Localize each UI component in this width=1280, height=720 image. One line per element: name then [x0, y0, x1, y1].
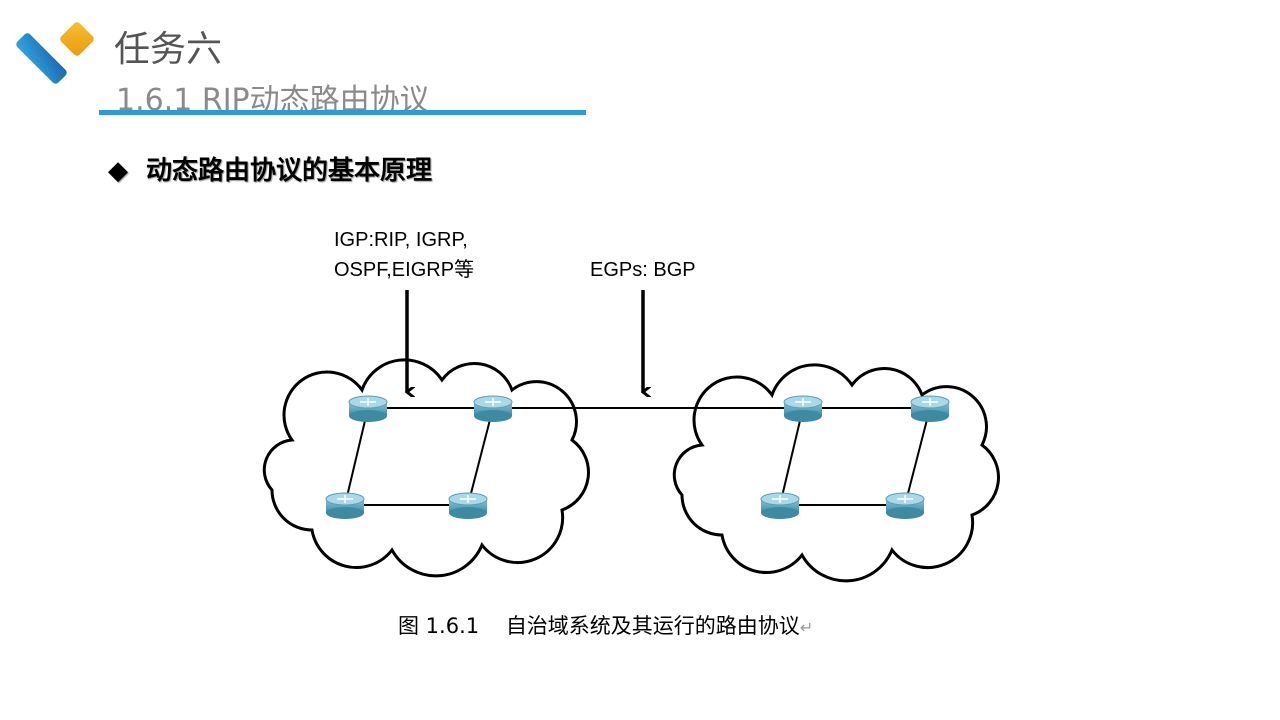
title-underline	[99, 110, 586, 115]
router-icon	[348, 395, 388, 423]
autonomous-system-cloud-right	[672, 363, 1000, 583]
igp-label-line2: OSPF,EIGRP等	[334, 259, 475, 281]
egp-label: EGPs: BGP	[590, 259, 696, 281]
logo-icon	[16, 22, 94, 84]
router-icon	[473, 395, 513, 423]
router-icon	[448, 492, 488, 520]
caption-number: 图 1.6.1	[398, 614, 480, 638]
bullet-heading: ◆ 动态路由协议的基本原理	[108, 150, 432, 187]
router-icon	[910, 395, 950, 423]
bullet-text: 动态路由协议的基本原理	[146, 156, 433, 186]
router-icon	[325, 492, 365, 520]
igp-label: IGP:RIP, IGRP, OSPF,EIGRP等	[334, 225, 474, 285]
return-mark-icon: ↵	[799, 618, 814, 637]
router-icon	[885, 492, 925, 520]
page-title: 任务六	[114, 29, 223, 70]
igp-label-line1: IGP:RIP, IGRP,	[334, 229, 468, 251]
links	[344, 407, 931, 506]
figure-caption: 图 1.6.1 自治域系统及其运行的路由协议↵	[398, 610, 813, 640]
diamond-bullet-icon: ◆	[108, 156, 128, 186]
caption-text: 自治域系统及其运行的路由协议	[505, 614, 800, 638]
router-icon	[760, 492, 800, 520]
autonomous-system-cloud-left	[262, 358, 590, 578]
router-icon	[783, 395, 823, 423]
